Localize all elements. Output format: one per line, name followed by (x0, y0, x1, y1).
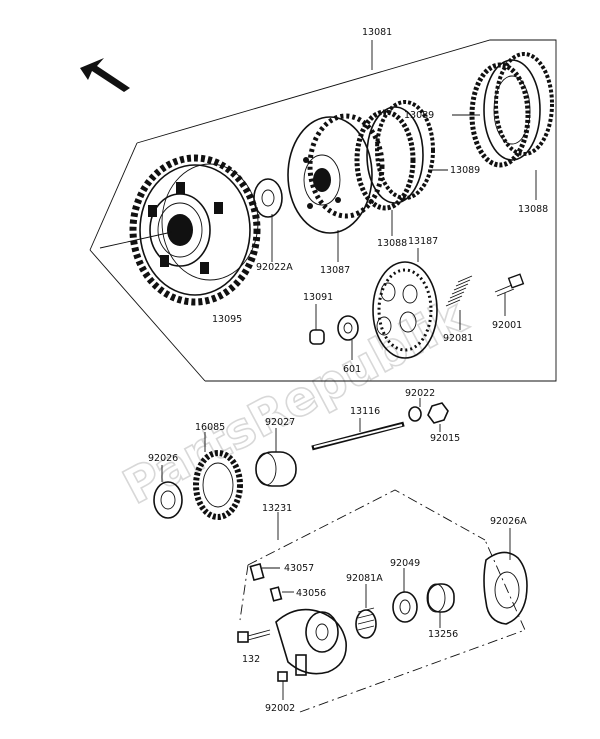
push-rod (311, 418, 405, 451)
ball-bearing (337, 315, 359, 360)
label-92022A: 92022A (256, 262, 293, 273)
label-13187: 13187 (408, 236, 438, 247)
label-92049: 92049 (390, 558, 420, 569)
label-13089-upper: 13089 (404, 110, 434, 121)
oil-pump-box (239, 489, 526, 713)
label-13088-center: 13088 (377, 238, 407, 249)
push-piece (309, 304, 325, 345)
fitting-screw (249, 562, 283, 602)
washer-and-nut (408, 398, 449, 432)
primary-gear (193, 432, 243, 520)
clutch-assembly-box (89, 39, 557, 382)
oil-seal (392, 591, 418, 623)
clutch-housing-gear (99, 154, 261, 306)
clutch-bolt (494, 273, 525, 316)
oil-pump-body (275, 608, 347, 676)
label-13081: 13081 (362, 27, 392, 38)
thrust-washer (253, 178, 283, 262)
pump-bearing (426, 583, 455, 613)
label-92001: 92001 (492, 320, 522, 331)
label-92027: 92027 (265, 417, 295, 428)
label-92081A: 92081A (346, 573, 383, 584)
label-13089-lower: 13089 (450, 165, 480, 176)
pressure-plate (372, 248, 438, 359)
label-601: 601 (343, 364, 361, 375)
relief-spring (355, 607, 377, 639)
label-92026A: 92026A (490, 516, 527, 527)
label-92022: 92022 (405, 388, 435, 399)
label-43056: 43056 (296, 588, 326, 599)
pump-bolt-lower (277, 671, 288, 700)
label-13116: 13116 (350, 406, 380, 417)
direction-arrow-icon (80, 58, 130, 92)
label-13091: 13091 (303, 292, 333, 303)
label-92026: 92026 (148, 453, 178, 464)
label-13088-right: 13088 (518, 204, 548, 215)
clutch-plates-rear (452, 52, 554, 200)
label-13231: 13231 (262, 503, 292, 514)
pump-bolt (237, 629, 271, 643)
sleeve (255, 428, 297, 487)
label-13095: 13095 (212, 314, 242, 325)
clutch-plates-front (354, 100, 448, 236)
lower-washer (153, 465, 183, 519)
clutch-spring (445, 275, 473, 330)
label-92081: 92081 (443, 333, 473, 344)
label-13256: 13256 (428, 629, 458, 640)
label-132: 132 (242, 654, 260, 665)
clutch-hub (287, 113, 385, 262)
label-16085: 16085 (195, 422, 225, 433)
label-43057: 43057 (284, 563, 314, 574)
label-92015: 92015 (430, 433, 460, 444)
pump-gasket (483, 528, 528, 625)
label-92002: 92002 (265, 703, 295, 714)
label-13087: 13087 (320, 265, 350, 276)
